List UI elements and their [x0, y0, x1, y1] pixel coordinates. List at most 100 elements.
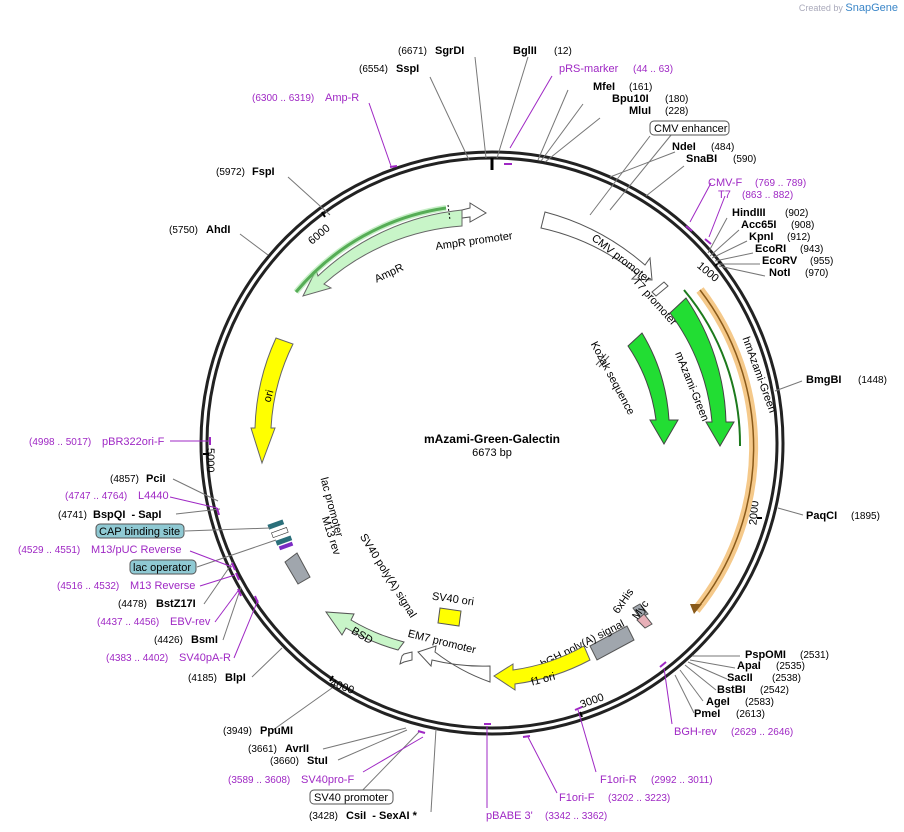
- sv40-ori-box: [437, 607, 462, 627]
- site-blpi-name: BlpI: [225, 672, 246, 684]
- primer-f1ori-r-label: F1ori-R: [600, 774, 637, 786]
- primer-m13-puc-range: (4529 .. 4551): [18, 545, 80, 556]
- site-snabi-pos: (590): [733, 154, 756, 165]
- f1-ori-arrow: [493, 645, 591, 691]
- ampr-arrow: [302, 209, 463, 297]
- plasmid-length: 6673 bp: [472, 447, 512, 459]
- site-avrii-pos: (3661): [248, 744, 277, 755]
- site-bsmi-pos: (4426): [154, 635, 183, 646]
- site-sspi-name: SspI: [396, 63, 419, 75]
- site-hindiii-name: HindIII: [732, 207, 766, 219]
- site-mlui-name: MluI: [629, 105, 651, 117]
- cmv-enhancer-tag: CMV enhancer: [649, 120, 730, 136]
- primer-m13-puc-label: M13/pUC Reverse: [91, 544, 181, 556]
- site-ahdi-name: AhdI: [206, 224, 230, 236]
- primer-bgh-rev-label: BGH-rev: [674, 726, 717, 738]
- site-fspi-pos: (5972): [216, 167, 245, 178]
- site-bspqi-pos: (4741): [58, 510, 87, 521]
- sv40-polya-label: SV40 poly(A) signal: [357, 532, 418, 620]
- primer-cmv-f-label: CMV-F: [708, 177, 743, 189]
- hmazami-green-arrow: [669, 297, 735, 447]
- tick-label-3000: 3000: [579, 691, 606, 711]
- small-promoter-arrow: [399, 651, 413, 665]
- primer-ebv-rev-label: EBV-rev: [170, 616, 211, 628]
- sv40-polya-box: [284, 552, 311, 585]
- site-ecori-pos: (943): [800, 244, 823, 255]
- site-pmei-name: PmeI: [694, 708, 720, 720]
- primer-pbabe-range: (3342 .. 3362): [545, 811, 607, 822]
- site-pmei-pos: (2613): [736, 709, 765, 720]
- site-mlui-pos: (228): [665, 106, 688, 117]
- site-stui-name: StuI: [307, 755, 328, 767]
- site-connectors: [172, 56, 804, 813]
- site-bmgbi-pos: (1448): [858, 375, 887, 386]
- site-sacii-pos: (2538): [772, 673, 801, 684]
- site-ecori-name: EcoRI: [755, 243, 786, 255]
- site-ppumi-name: PpuMI: [260, 725, 293, 737]
- site-bspqi-name: BspQI - SapI: [93, 509, 161, 521]
- site-mfei-name: MfeI: [593, 81, 615, 93]
- site-ndei-pos: (484): [711, 142, 734, 153]
- site-agei-pos: (2583): [745, 697, 774, 708]
- backbone-outer: [199, 150, 785, 736]
- site-ppumi-pos: (3949): [223, 726, 252, 737]
- t7-promoter-label: T7 promoter: [630, 276, 679, 329]
- ori-label: ori: [262, 389, 277, 404]
- ori-arrow: [250, 337, 294, 465]
- primer-m13-reverse-range: (4516 .. 4532): [57, 581, 119, 592]
- site-paqci-pos: (1895): [851, 511, 880, 522]
- myc-tag: [636, 613, 653, 629]
- site-bpu10i-name: Bpu10I: [612, 93, 649, 105]
- primer-amp-r-range: (6300 .. 6319): [252, 93, 314, 104]
- snapgene-logo: SnapGene: [845, 2, 898, 14]
- primer-f1ori-f-range: (3202 .. 3223): [608, 793, 670, 804]
- site-ahdi-pos: (5750): [169, 225, 198, 236]
- t7-promoter-arrow: [651, 281, 669, 297]
- cap-binding-site-tag: CAP binding site: [95, 523, 185, 539]
- site-bglii-pos: (12): [554, 46, 572, 57]
- m13-rev-block: [278, 541, 294, 551]
- site-bstz17i-pos: (4478): [118, 599, 147, 610]
- primer-pbr322ori-f-label: pBR322ori-F: [102, 436, 165, 448]
- tick-label-5000: 5000: [204, 448, 216, 472]
- snapgene-credit: Created by SnapGene: [799, 2, 898, 14]
- primer-amp-r-label: Amp-R: [325, 92, 359, 104]
- myc-label: Myc: [630, 598, 652, 622]
- primer-pbabe-label: pBABE 3': [486, 810, 533, 822]
- site-bstbi-pos: (2542): [760, 685, 789, 696]
- site-csii-pos: (3428): [309, 811, 338, 822]
- sv40-ori-label: SV40 ori: [431, 591, 474, 609]
- primer-pbr322ori-f-range: (4998 .. 5017): [29, 437, 91, 448]
- bsd-label: BSD: [349, 625, 375, 647]
- lac-operator-block: [275, 535, 293, 546]
- primer-prs-marker-range: (44 .. 63): [633, 64, 673, 75]
- mazami-green-arrow: [627, 332, 679, 445]
- site-stui-pos: (3660): [270, 756, 299, 767]
- em7-promoter-arrow: [417, 645, 491, 683]
- site-agei-name: AgeI: [706, 696, 730, 708]
- primer-sv40pa-r-label: SV40pA-R: [179, 652, 231, 664]
- site-pcii-name: PciI: [146, 473, 166, 485]
- site-acc65i-pos: (908): [791, 220, 814, 231]
- kozak-mark-b: [598, 355, 610, 368]
- site-mfei-pos: (161): [629, 82, 652, 93]
- site-kpni-pos: (912): [787, 232, 810, 243]
- hmazami-orf-band: [683, 289, 742, 447]
- em7-promoter-label: EM7 promoter: [407, 628, 478, 657]
- site-kpni-name: KpnI: [749, 231, 773, 243]
- kozak-mark-a: [595, 353, 607, 366]
- ampr-label: AmpR: [373, 262, 406, 286]
- site-snabi-name: SnaBI: [686, 153, 717, 165]
- primer-f1ori-r-range: (2992 .. 3011): [651, 775, 713, 786]
- site-sacii-name: SacII: [727, 672, 753, 684]
- site-sgrdi-pos: (6671): [398, 46, 427, 57]
- primer-bgh-rev-range: (2629 .. 2646): [731, 727, 793, 738]
- primer-sv40pa-r-range: (4383 .. 4402): [106, 653, 168, 664]
- site-bpu10i-pos: (180): [665, 94, 688, 105]
- sv40-promoter-tag: SV40 promoter: [309, 789, 394, 805]
- site-ndei-name: NdeI: [672, 141, 696, 153]
- site-apai-name: ApaI: [737, 660, 761, 672]
- site-pspomi-pos: (2531): [800, 650, 829, 661]
- primer-ebv-rev-range: (4437 .. 4456): [97, 617, 159, 628]
